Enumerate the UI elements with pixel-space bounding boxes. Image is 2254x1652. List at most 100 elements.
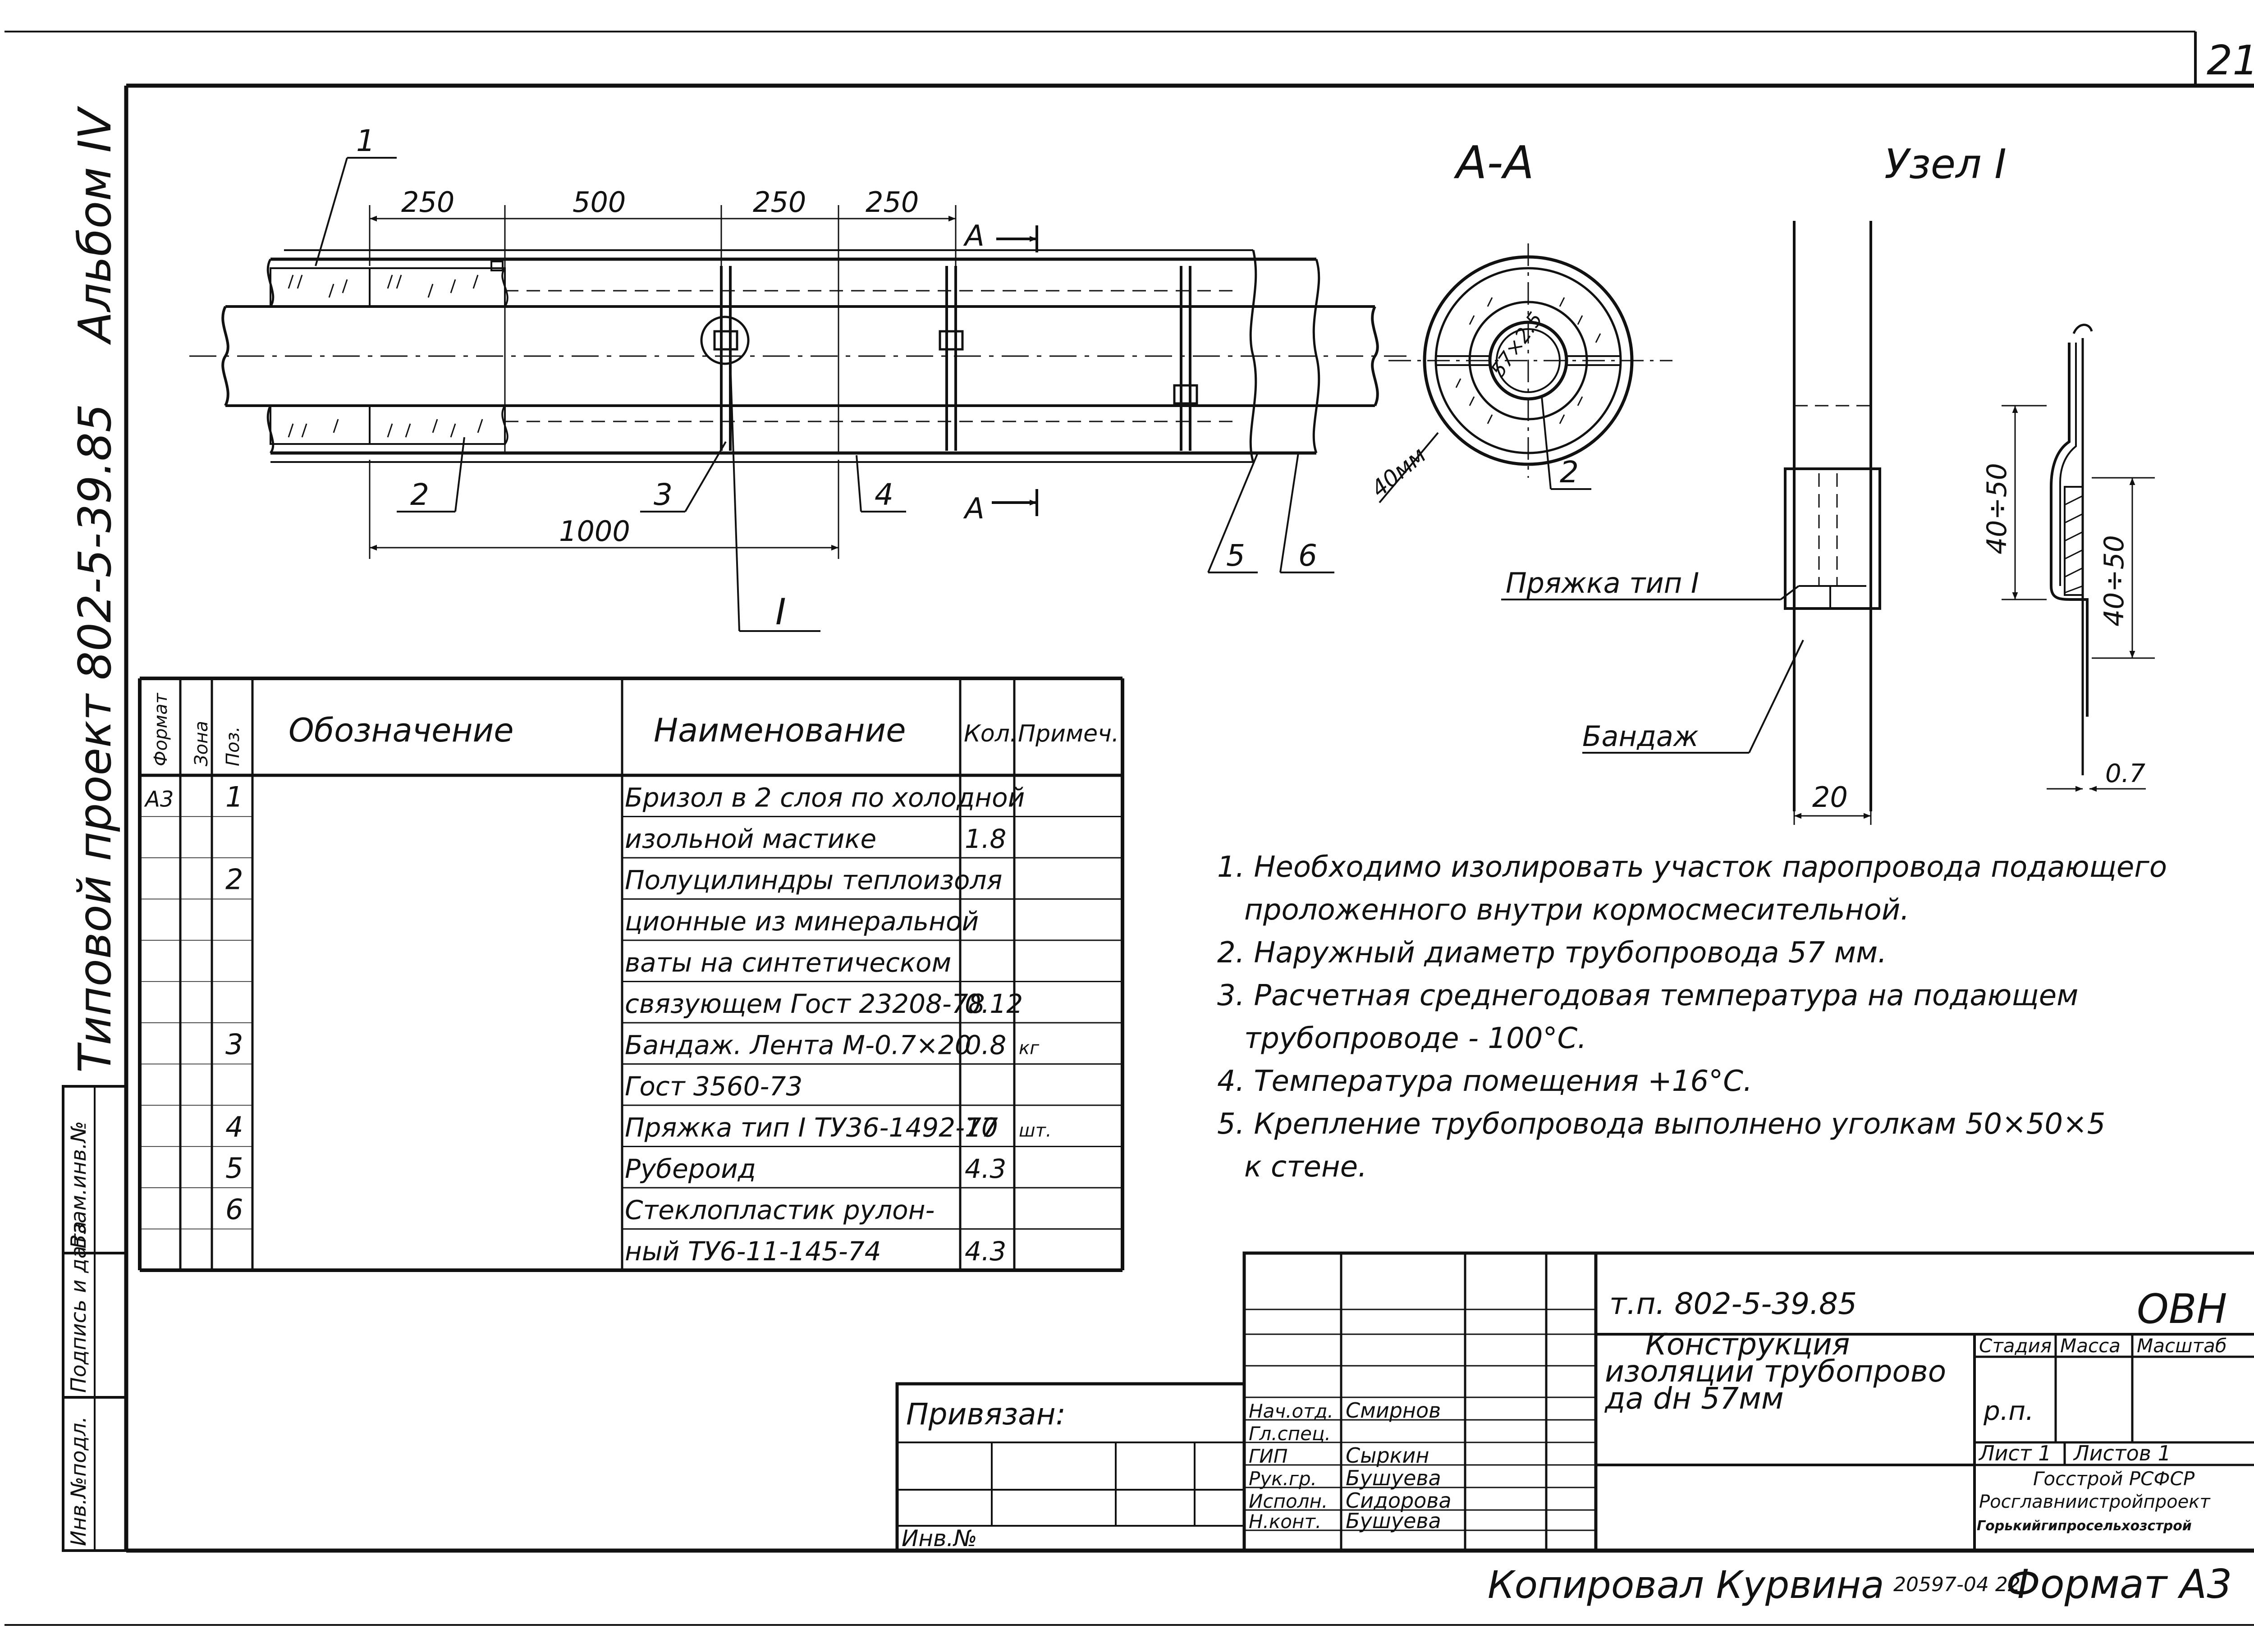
node-label-main: I (775, 591, 786, 633)
note-line-1: 1. Необходимо изолировать участок паропр… (1217, 851, 2167, 884)
spec-cell-r5-c4: связующем Гост 23208-78 (625, 988, 985, 1019)
node-buckle-label: Пряжка тип I (1506, 567, 1699, 599)
signer-role-0: Нач.отд. (1249, 1400, 1333, 1422)
spec-cell-r1-c5: 1.8 (965, 824, 1006, 854)
signer-role-3: Рук.гр. (1249, 1468, 1317, 1490)
spec-cell-r9-c5: 4.3 (965, 1153, 1006, 1184)
note-line-8: к стене. (1244, 1150, 1367, 1184)
note-line-6: 4. Температура помещения +16°С. (1217, 1065, 1752, 1098)
note-line-3: 2. Наружный диаметр трубопровода 57 мм. (1217, 936, 1887, 970)
section-a-a (1379, 243, 1672, 503)
signer-role-1: Гл.спец. (1249, 1423, 1331, 1445)
section-pos-2: 2 (1560, 455, 1579, 490)
spec-cell-r9-c4: Рубероид (625, 1153, 756, 1184)
signer-name-3: Бушуева (1346, 1466, 1441, 1490)
dimension-lines (369, 205, 957, 559)
side-labels: Альбом IV Типовой проект 802-5-39.85 (69, 105, 121, 1073)
tb-inv-label: Инв.№ (902, 1525, 977, 1551)
section-40mm: 40мм (1366, 442, 1431, 502)
spec-header-0: Формат (151, 692, 171, 766)
node-band-label: Бандаж (1582, 720, 1699, 753)
tb-stage-value: р.п. (1983, 1396, 2034, 1426)
dim-1000: 1000 (559, 515, 630, 548)
dim-500: 500 (573, 186, 626, 219)
pipe-drawing (189, 249, 1406, 463)
tb-mass-header: Масса (2060, 1335, 2121, 1357)
node-width-20: 20 (1812, 781, 1848, 814)
spec-cell-r10-c2: 6 (225, 1193, 243, 1226)
spec-cell-r6-c4: Бандаж. Лента М-0.7×20 (625, 1030, 971, 1061)
spec-cell-r0-c2: 1 (225, 781, 243, 814)
note-line-4: 3. Расчетная среднегодовая температура н… (1217, 979, 2078, 1012)
pos-label-4: 4 (875, 477, 893, 512)
node-dim-40-50-a: 40÷50 (1981, 463, 2013, 554)
spec-header-4: Наименование (654, 711, 906, 749)
stamp-signature-date: Подпись и дата (66, 1221, 91, 1393)
section-mark-top: А (963, 220, 985, 253)
signer-name-2: Сыркин (1346, 1443, 1429, 1468)
tb-title-3: да dн 57мм (1604, 1381, 1784, 1416)
tb-bound-label: Привязан: (906, 1397, 1066, 1432)
pos-label-3: 3 (654, 477, 673, 512)
spec-cell-r2-c2: 2 (225, 863, 243, 896)
tb-sheet-code: ОВН (2137, 1286, 2227, 1333)
spec-cell-r6-c6: кг (1019, 1038, 1040, 1059)
signer-role-2: ГИП (1249, 1445, 1287, 1467)
tb-stage-header: Стадия (1979, 1335, 2052, 1357)
footer-format: Формат А3 (2006, 1561, 2232, 1607)
spec-cell-r5-c5: 0.12 (965, 988, 1023, 1019)
stamp-inv-podl: Инв.№подл. (66, 1416, 91, 1546)
section-mark-bottom: А (963, 492, 985, 526)
position-leaders (315, 157, 1334, 632)
spec-header-5: Кол. (964, 720, 1017, 747)
spec-cell-r8-c5: 10 (965, 1112, 998, 1143)
signer-role-5: Н.конт. (1249, 1510, 1321, 1533)
pos-label-2: 2 (410, 477, 429, 512)
tb-sheets-label: Листов 1 (2073, 1441, 2171, 1465)
stamp-replace-inv: Взам.инв.№ (66, 1121, 91, 1249)
project-label: Типовой проект 802-5-39.85 (69, 404, 121, 1073)
tb-sheet-label: Лист 1 (1978, 1441, 2051, 1465)
tb-org-3: Горькийгипросельхозстрой (1977, 1518, 2192, 1534)
note-line-7: 5. Крепление трубопровода выполнено угол… (1217, 1107, 2105, 1141)
spec-header-6: Примеч. (1018, 720, 1119, 747)
pos-label-6: 6 (1298, 538, 1317, 573)
spec-cell-r0-c0: А3 (144, 787, 174, 812)
spec-cell-r4-c4: ваты на синтетическом (625, 947, 951, 978)
tb-org-2: Росглавниистройпроект (1979, 1492, 2211, 1512)
spec-cell-r11-c5: 4.3 (965, 1236, 1006, 1267)
node-dim-40-50-b: 40÷50 (2098, 535, 2130, 627)
tb-title-1: Конструкция (1645, 1327, 1850, 1362)
pos-label-1: 1 (356, 124, 375, 158)
section-markers (992, 225, 1038, 516)
side-stamp: Инв.№подл. Подпись и дата Взам.инв.№ (62, 1085, 128, 1552)
spec-cell-r11-c4: ный ТУ6-11-145-74 (625, 1236, 881, 1267)
footer-copied-by: Копировал Курвина (1488, 1563, 1884, 1607)
tb-doc-code: т.п. 802-5-39.85 (1609, 1286, 1857, 1321)
spec-cell-r7-c4: Гост 3560-73 (625, 1071, 802, 1102)
note-line-2: проложенного внутри кормосмесительной. (1244, 893, 1910, 927)
note-line-5: трубопроводе - 100°С. (1244, 1022, 1587, 1055)
title-block (895, 1251, 2254, 1552)
pos-label-5: 5 (1226, 538, 1245, 573)
spec-cell-r8-c6: шт. (1019, 1121, 1052, 1141)
spec-header-1: Зона (191, 721, 212, 766)
section-a-a-title: А-А (1453, 136, 1534, 189)
spec-cell-r8-c4: Пряжка тип I ТУ36-1492-77 (625, 1112, 998, 1143)
dim-250-b: 250 (753, 186, 806, 219)
dim-250-c: 250 (866, 186, 919, 219)
signer-name-0: Смирнов (1346, 1398, 1441, 1423)
spec-cell-r10-c4: Стеклопластик рулон- (625, 1195, 935, 1226)
tb-scale-header: Масштаб (2137, 1335, 2227, 1357)
section-inner-dim: 57×2.5 (1486, 308, 1547, 382)
signer-name-5: Бушуева (1346, 1509, 1441, 1533)
spec-cell-r9-c2: 5 (225, 1152, 243, 1185)
spec-cell-r1-c4: изольной мастике (625, 824, 876, 854)
spec-cell-r6-c5: 0.8 (965, 1030, 1006, 1061)
spec-cell-r8-c2: 4 (225, 1111, 243, 1144)
spec-cell-r6-c2: 3 (225, 1028, 243, 1061)
signer-role-4: Исполн. (1249, 1490, 1328, 1512)
